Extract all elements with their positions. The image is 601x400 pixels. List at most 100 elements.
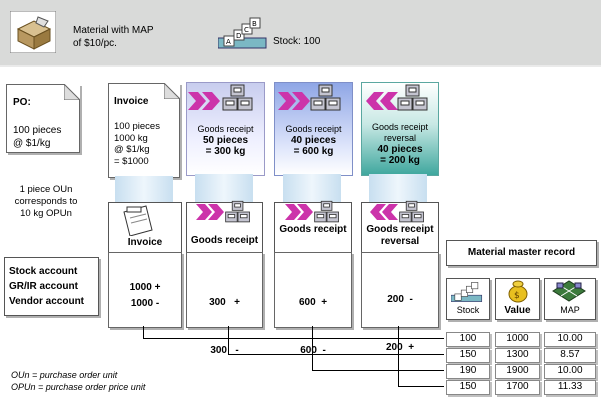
gr1-qty: 50 pieces: [202, 135, 249, 146]
warehouse-boxes-icon: [314, 200, 339, 223]
chevron-right-icon: [278, 92, 310, 110]
chevron-right-icon: [196, 204, 224, 220]
warehouse-boxes-icon: [222, 84, 253, 111]
po-qty: 100 pieces: [13, 125, 62, 136]
flow-line: [143, 326, 144, 339]
posting-value: 600 +: [298, 297, 328, 308]
value-cell: 1900: [495, 364, 540, 379]
flow-line: [312, 370, 444, 371]
invoice-document: Invoice 100 pieces 1000 kg @ $1/kg = $10…: [108, 83, 180, 178]
gr2-text: Goods receipt 40 pieces = 600 kg: [274, 124, 353, 157]
stock-blocks-icon: [451, 282, 483, 302]
master-col-value: $ Value: [495, 278, 540, 320]
package-icon: [9, 10, 57, 54]
value-cell: 1700: [495, 380, 540, 395]
po-label: PO:: [13, 97, 31, 108]
posting-value: 300 -: [210, 345, 239, 356]
flow-line: [398, 386, 444, 387]
posting-values-gr1: [186, 252, 263, 328]
accounts-box: Stock account GR/IR account Vendor accou…: [4, 257, 99, 316]
svg-text:A: A: [226, 38, 231, 46]
invoice-doc-line3: @ $1/kg: [114, 144, 150, 155]
grr-title: Goods receipt reversal: [371, 122, 429, 143]
gr2-amount: = 600 kg: [293, 146, 334, 157]
svg-text:B: B: [252, 20, 257, 28]
posting-values-gr2: [274, 252, 352, 328]
folded-corner-icon: [164, 83, 180, 99]
grr-amount: = 200 kg: [380, 155, 420, 166]
po-price: @ $1/kg: [13, 138, 51, 149]
material-description: Material with MAP of $10/pc.: [73, 24, 154, 50]
invoice-values: 1000 + 1000 -: [108, 280, 182, 312]
posting-value: 200 +: [385, 342, 415, 353]
material-text-line2: of $10/pc.: [73, 38, 117, 49]
posting-value: 300 +: [209, 297, 240, 308]
chevron-left-icon: [370, 204, 398, 220]
map-cell: 8.57: [544, 348, 596, 363]
master-col-map: MAP: [544, 278, 596, 320]
stock-cell: 100: [446, 332, 490, 347]
posting-value: 1000 +: [129, 282, 161, 293]
master-col-map-label: MAP: [560, 305, 580, 315]
account-vendor: Vendor account: [9, 296, 85, 307]
gr1-amount: = 300 kg: [205, 146, 246, 157]
grr-qty: 40 pieces: [377, 144, 423, 155]
connector: [283, 174, 341, 202]
header-band: [0, 0, 601, 67]
invoice-doc-line2: 1000 kg: [114, 132, 148, 144]
gr2-title: Goods receipt: [285, 124, 342, 134]
warehouse-boxes-icon: [397, 84, 428, 111]
master-col-value-label: Value: [504, 305, 531, 316]
chevron-left-icon: [366, 92, 398, 110]
document-icon: [123, 205, 153, 236]
conversion-note: 1 piece OUn corresponds to 10 kg OPUn: [14, 184, 78, 219]
master-col-stock-label: Stock: [456, 305, 480, 315]
map-cell: 10.00: [544, 364, 596, 379]
reversal-values: 200 - 200 +: [361, 260, 439, 372]
value-cell: 1300: [495, 348, 540, 363]
posting-label-gr1: Goods receipt: [190, 235, 259, 246]
flow-line: [312, 326, 313, 371]
warehouse-boxes-icon: [225, 200, 250, 223]
gr1-text: Goods receipt 50 pieces = 300 kg: [186, 124, 265, 157]
grr-text: Goods receipt reversal 40 pieces = 200 k…: [361, 122, 439, 166]
flow-line: [398, 326, 399, 387]
map-cell: 11.33: [544, 380, 596, 395]
connector: [195, 174, 253, 202]
posting-value: 600 -: [300, 345, 326, 356]
posting-values-invoice: [108, 252, 182, 328]
money-bag-icon: $: [508, 280, 528, 303]
gr2-values: 600 + 600 -: [274, 263, 352, 375]
invoice-doc-line4: = $1000: [114, 155, 149, 167]
invoice-doc-details: 100 pieces 1000 kg @ $1/kg = $1000: [114, 121, 160, 167]
material-master-title: Material master record: [446, 240, 597, 266]
posting-label-gr2: Goods receipt: [279, 224, 347, 235]
gr1-title: Goods receipt: [197, 124, 254, 134]
flow-line: [143, 338, 444, 339]
posting-label-reversal: Goods receipt reversal: [366, 224, 434, 247]
legend-oun: OUn = purchase order unit: [11, 370, 118, 380]
map-grid-icon: [552, 280, 586, 302]
svg-text:$: $: [514, 291, 520, 301]
stock-cell: 190: [446, 364, 490, 379]
flow-line: [228, 326, 229, 355]
po-document: PO: 100 pieces @ $1/kg: [6, 84, 80, 153]
warehouse-boxes-icon: [399, 200, 424, 223]
gr2-qty: 40 pieces: [290, 135, 337, 146]
chevron-right-icon: [285, 204, 313, 220]
stock-cell: 150: [446, 380, 490, 395]
posting-label-invoice: Invoice: [127, 237, 163, 248]
connector: [369, 174, 427, 202]
posting-values-reversal: [361, 252, 439, 328]
invoice-doc-title: Invoice: [114, 96, 149, 107]
stock-text: Stock: 100: [273, 36, 321, 47]
account-grir: GR/IR account: [9, 281, 78, 292]
connector: [115, 176, 173, 202]
material-text-line1: Material with MAP: [73, 25, 154, 36]
master-col-stock: Stock: [446, 278, 490, 320]
gr1-values: 300 + 300 -: [186, 263, 263, 375]
legend: OUn = purchase order unit OPUn = purchas…: [11, 369, 145, 393]
folded-corner-icon: [64, 84, 80, 100]
svg-text:D: D: [236, 32, 241, 40]
invoice-doc-line1: 100 pieces: [114, 121, 160, 132]
